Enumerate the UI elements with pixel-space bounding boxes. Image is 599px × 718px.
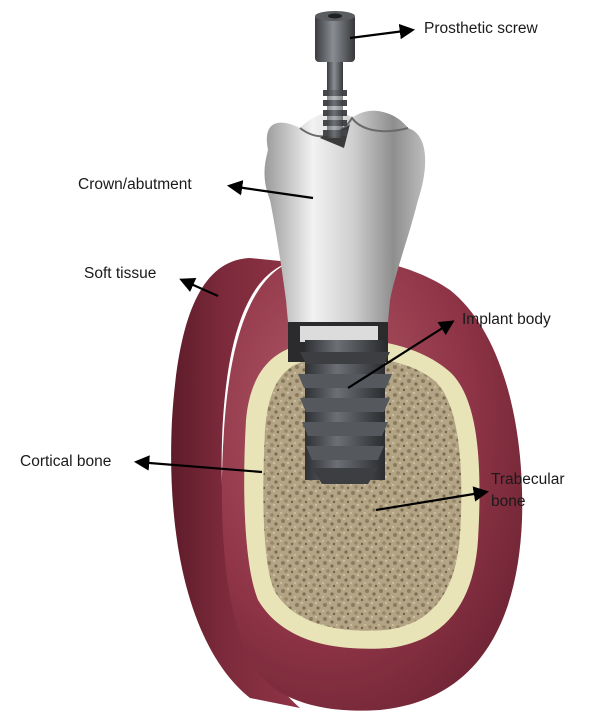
arrow-prosthetic-screw (350, 30, 412, 38)
label-prosthetic-screw: Prosthetic screw (424, 20, 538, 38)
label-cortical-bone: Cortical bone (20, 453, 111, 471)
label-trabecular-bone-line2: bone (491, 493, 525, 511)
label-implant-body: Implant body (462, 311, 551, 329)
label-trabecular-bone-line1: Trabecular (491, 471, 565, 489)
implant-body (298, 340, 392, 484)
label-soft-tissue: Soft tissue (84, 265, 156, 283)
label-crown-abutment: Crown/abutment (78, 176, 192, 194)
